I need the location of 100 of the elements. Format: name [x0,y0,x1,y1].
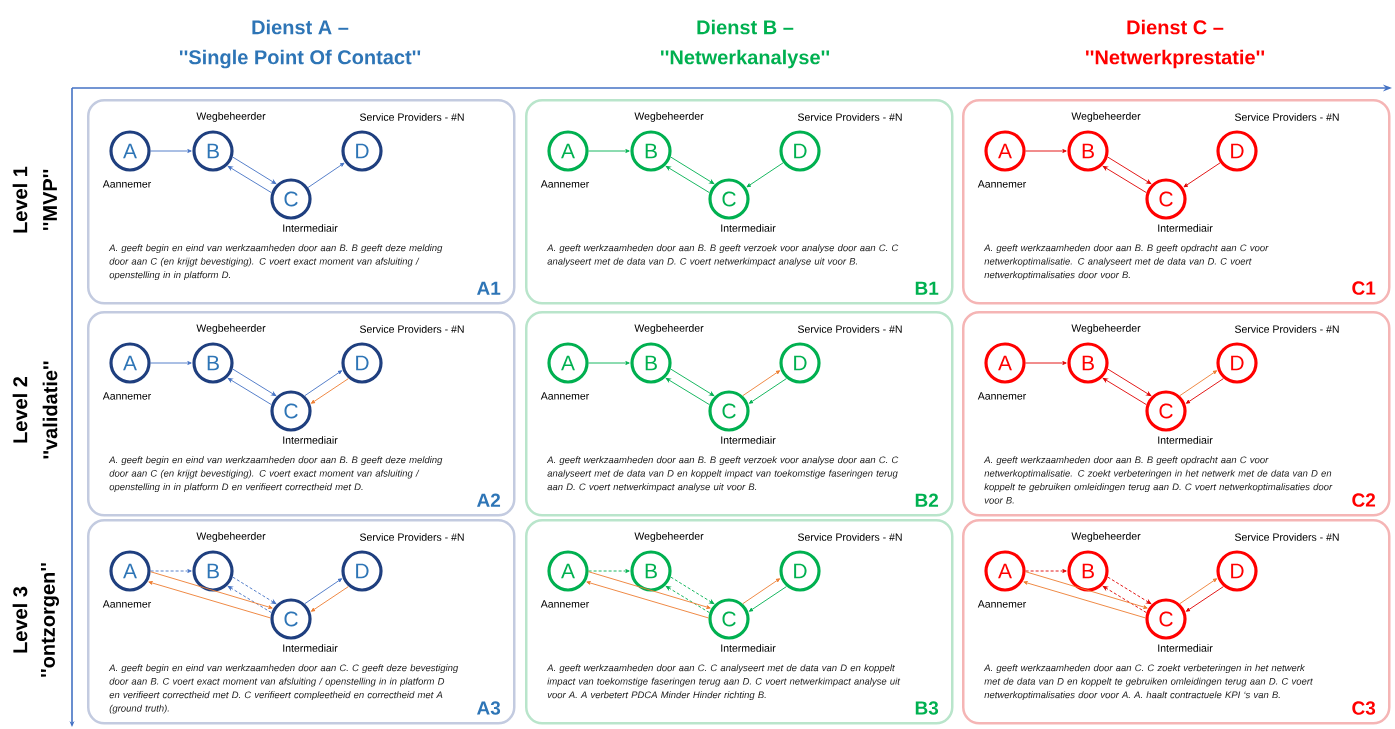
circle-node: D [779,550,821,592]
arrow [232,156,277,184]
arrow [150,571,273,609]
circle-node: D [341,130,383,172]
circle-node: D [1216,130,1258,172]
circle-node: B [630,130,672,172]
arrow [1023,581,1146,619]
arrow [307,162,345,188]
circle-node: C [270,178,312,220]
circle-node: C [708,178,750,220]
column-heading: Dienst B – [697,19,794,35]
description-text: A. geeft begin en eind van werkzaamheden door aan B. B geeft deze melding door aan C (en krijgt bevestiging). C voert exact moment van afsluiting / openstelling in in platform D. [108,244,443,281]
circle-node: B [630,550,672,592]
circle-node: D [779,342,821,384]
circle-node: D [341,550,383,592]
circle-node: C [1145,178,1187,220]
arrow [588,571,711,609]
arrow [1025,571,1148,609]
arrow [227,166,272,194]
panel-code: C2 [1352,493,1376,507]
node-label: Wegbeheerder [1071,532,1141,542]
panel-code: A3 [477,701,501,715]
arrow [1179,370,1218,397]
circle-node: B [192,342,234,384]
circle-node: A [984,550,1026,592]
node-label: Aannemer [540,600,590,608]
description-text: A. geeft werkzaamheden door aan C. C zoekt verbeteringen in het netwerk met de data van D en koppelt te gebruiken omleidingen terug aan D. C voert netwerkoptimalisaties door voor A. A. haalt contractuele KPI ‘s van B. [983,664,1313,701]
node-label: Intermediair [283,224,338,232]
node-label: Service Providers - #N [359,113,464,121]
panel-code: A2 [477,493,501,507]
row-heading: ''validatie'' [42,361,58,459]
circle-node: C [1145,390,1187,432]
column-heading: Dienst C – [1127,19,1224,35]
arrow [665,378,710,406]
circle-node: D [1216,550,1258,592]
row-heading: Level 2 [12,376,28,443]
arrow [1025,361,1067,365]
description-text: A. geeft begin en eind van werkzaamheden door aan B. B geeft deze melding door aan C (en krijgt bevestiging). C voert exact moment van afsluiting / openstelling in in platform D en verifieert correctheid met D. [108,456,443,493]
circle-node: B [192,130,234,172]
node-label: Aannemer [102,180,152,188]
node-label: Aannemer [540,392,590,400]
circle-node: A [984,342,1026,384]
circle-node: C [270,598,312,640]
panel-code: B1 [915,281,939,295]
node-label: Wegbeheerder [196,112,266,122]
node-label: Intermediair [1158,224,1213,232]
arrow [148,581,271,619]
node-label: Intermediair [283,644,338,652]
node-label: Aannemer [977,600,1027,608]
node-label: Intermediair [721,436,776,444]
circle-node: C [1145,598,1187,640]
column-heading: ''Netwerkanalyse'' [660,49,830,69]
panel-code: B2 [915,493,939,507]
arrow [227,585,272,614]
node-label: Service Providers - #N [797,113,902,121]
description-text: A. geeft werkzaamheden door aan C. C analyseert met de data van D en koppelt impact van toekomstige faseringen terug aan D. C voert netwerkimpact analyse uit voor A. A verbetert PDCA Minder Hinder richting B. [546,664,901,701]
arrow [742,370,781,397]
arrow [1025,569,1067,573]
circle-node: B [630,342,672,384]
arrow [1107,368,1152,396]
node-label: Wegbeheerder [196,532,266,542]
arrow [1102,166,1147,194]
node-label: Intermediair [1158,436,1213,444]
panel-code: C3 [1352,701,1376,715]
node-label: Intermediair [1158,644,1213,652]
arrow [310,586,349,612]
arrow [1102,585,1147,614]
arrow [1107,156,1152,184]
row-heading: Level 1 [12,166,28,233]
node-label: Aannemer [977,180,1027,188]
arrow [746,162,784,188]
node-label: Aannemer [977,392,1027,400]
node-label: Aannemer [102,600,152,608]
arrow [588,569,630,573]
node-label: Service Providers - #N [797,533,902,541]
circle-node: C [270,390,312,432]
panel-code: C1 [1352,281,1376,295]
arrow [588,361,630,365]
arrow [232,576,277,605]
node-label: Wegbeheerder [1071,112,1141,122]
arrow [742,578,781,605]
arrow [748,378,787,404]
row-heading: ''ontzorgen'' [41,563,59,677]
arrow [1025,149,1067,153]
arrow [150,361,192,365]
panel-code: A1 [477,281,501,295]
node-label: Wegbeheerder [634,112,704,122]
arrow [1185,378,1224,404]
circle-node: A [547,550,589,592]
circle-node: C [708,390,750,432]
node-label: Wegbeheerder [634,324,704,334]
arrow [588,149,630,153]
node-label: Wegbeheerder [634,532,704,542]
description-text: A. geeft werkzaamheden door aan B. B geeft opdracht aan C voor netwerkoptimalisatie. C analyseert met de data van D. C voert netwerkoptimalisaties door voor B. [983,244,1269,281]
arrow [1179,578,1218,605]
node-label: Intermediair [283,436,338,444]
circle-node: A [547,342,589,384]
arrow [150,149,192,153]
circle-node: B [1067,342,1109,384]
node-label: Intermediair [721,224,776,232]
